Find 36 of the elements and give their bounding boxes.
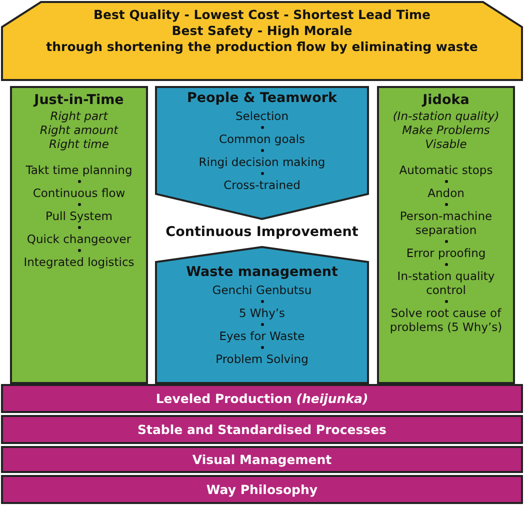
item-text: Problem Solving [216,352,308,366]
band-title: Leveled Production (heijunka) [156,390,368,406]
item-text: Ringi decision making [198,155,326,169]
item-text: Takt time planning [26,163,132,177]
subtitle-text: Right amount [40,123,118,137]
goal-text: Best Quality - Lowest Cost - Shortest Lead Time [93,7,431,23]
item-text: 5 Why’s [238,306,286,320]
panel-title: Just-in-Time [34,92,124,109]
item-text: Selection [236,109,288,123]
item-text: Continuous flow [32,186,126,200]
panel-title: Waste management [186,264,338,281]
section-title: Continuous Improvement [164,224,360,241]
item-text: In-station quality control [396,269,496,297]
item-text: Quick changeover [26,232,132,246]
goal-text: through shortening the production flow by eliminating waste [46,39,478,55]
item-text: Integrated logistics [24,255,134,269]
band-title: Visual Management [192,452,332,468]
item-text: Andon [428,186,464,200]
goal-text: Best Safety - High Morale [172,23,352,39]
item-text: Common goals [218,132,306,146]
item-text: Solve root cause of problems (5 Why’s) [388,306,504,334]
item-text: Automatic stops [399,163,493,177]
subtitle-text: Right part [50,109,108,123]
item-text: Pull System [46,209,112,223]
item-text: Error proofing [406,246,486,260]
subtitle-text: Right time [49,137,109,151]
panel-title: People & Teamwork [186,90,338,107]
band-title: Stable and Standardised Processes [137,422,387,438]
subtitle-text: (In-station quality) [392,109,500,123]
item-text: Eyes for Waste [219,329,305,343]
item-text: Cross-trained [224,178,300,192]
item-text: Genchi Genbutsu [212,283,312,297]
item-text: Person-machine separation [398,209,494,237]
panel-title: Jidoka [422,92,470,109]
subtitle-text: Make Problems Visable [401,123,491,151]
band-title: Way Philosophy [206,482,318,498]
